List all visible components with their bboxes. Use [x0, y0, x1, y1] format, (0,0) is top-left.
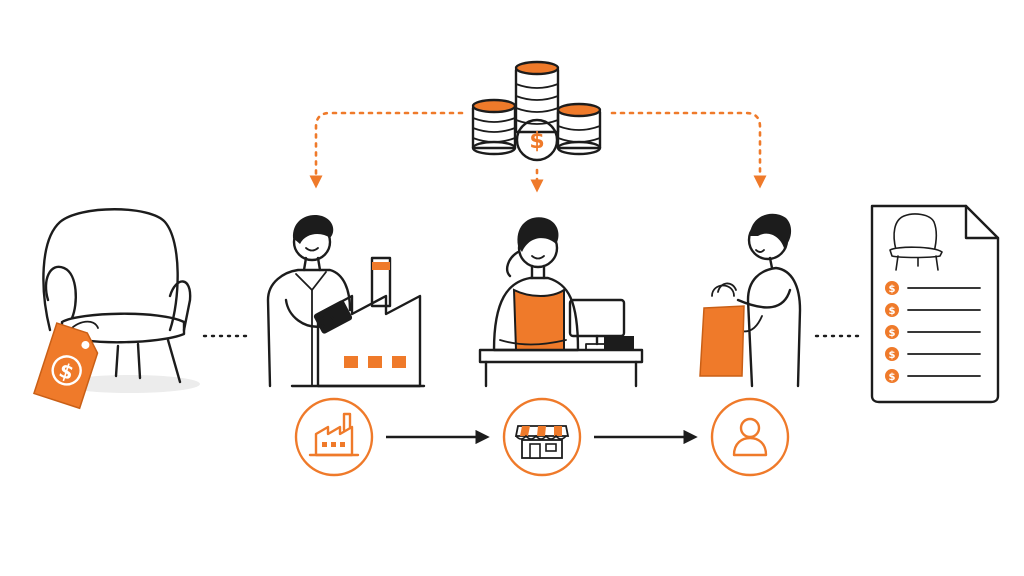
badge-store — [502, 397, 582, 477]
storefront-icon — [514, 425, 570, 459]
coin-bullet-icon — [885, 281, 899, 295]
bullet-dollar-sign: $ — [889, 372, 896, 383]
cashier-at-counter-icon — [478, 217, 644, 388]
coin-bullet-icon — [885, 347, 899, 361]
dollar-sign: $ — [529, 129, 544, 154]
price-list-item: $ — [885, 281, 981, 295]
price-list-item: $ — [885, 303, 981, 317]
price-list-item: $ — [885, 369, 981, 383]
money-flow-to-manufacturer — [309, 111, 464, 189]
bullet-dollar-sign: $ — [889, 350, 896, 361]
worker-at-factory-icon — [266, 214, 426, 388]
factory-icon — [308, 412, 360, 457]
person-icon — [732, 417, 768, 457]
shopper-with-bag-icon — [699, 213, 802, 388]
badge-customer — [710, 397, 790, 477]
coin-bullet-icon — [885, 303, 899, 317]
badge-factory — [294, 397, 374, 477]
bullet-dollar-sign: $ — [889, 306, 896, 317]
bullet-dollar-sign: $ — [889, 284, 896, 295]
armchair-with-price-tag-icon: $ — [33, 208, 200, 410]
price-list-document-icon — [870, 204, 1000, 404]
money-flow-to-customer — [610, 111, 767, 189]
coin-bullet-icon — [885, 369, 899, 383]
price-list-items: $ $ $ $ $ — [885, 281, 981, 383]
small-chair-icon — [889, 213, 943, 271]
coin-bullet-icon — [885, 325, 899, 339]
price-list-item: $ — [885, 325, 981, 339]
price-list-item: $ — [885, 347, 981, 361]
bullet-dollar-sign: $ — [889, 328, 896, 339]
coin-stacks-icon: $ — [471, 60, 602, 162]
